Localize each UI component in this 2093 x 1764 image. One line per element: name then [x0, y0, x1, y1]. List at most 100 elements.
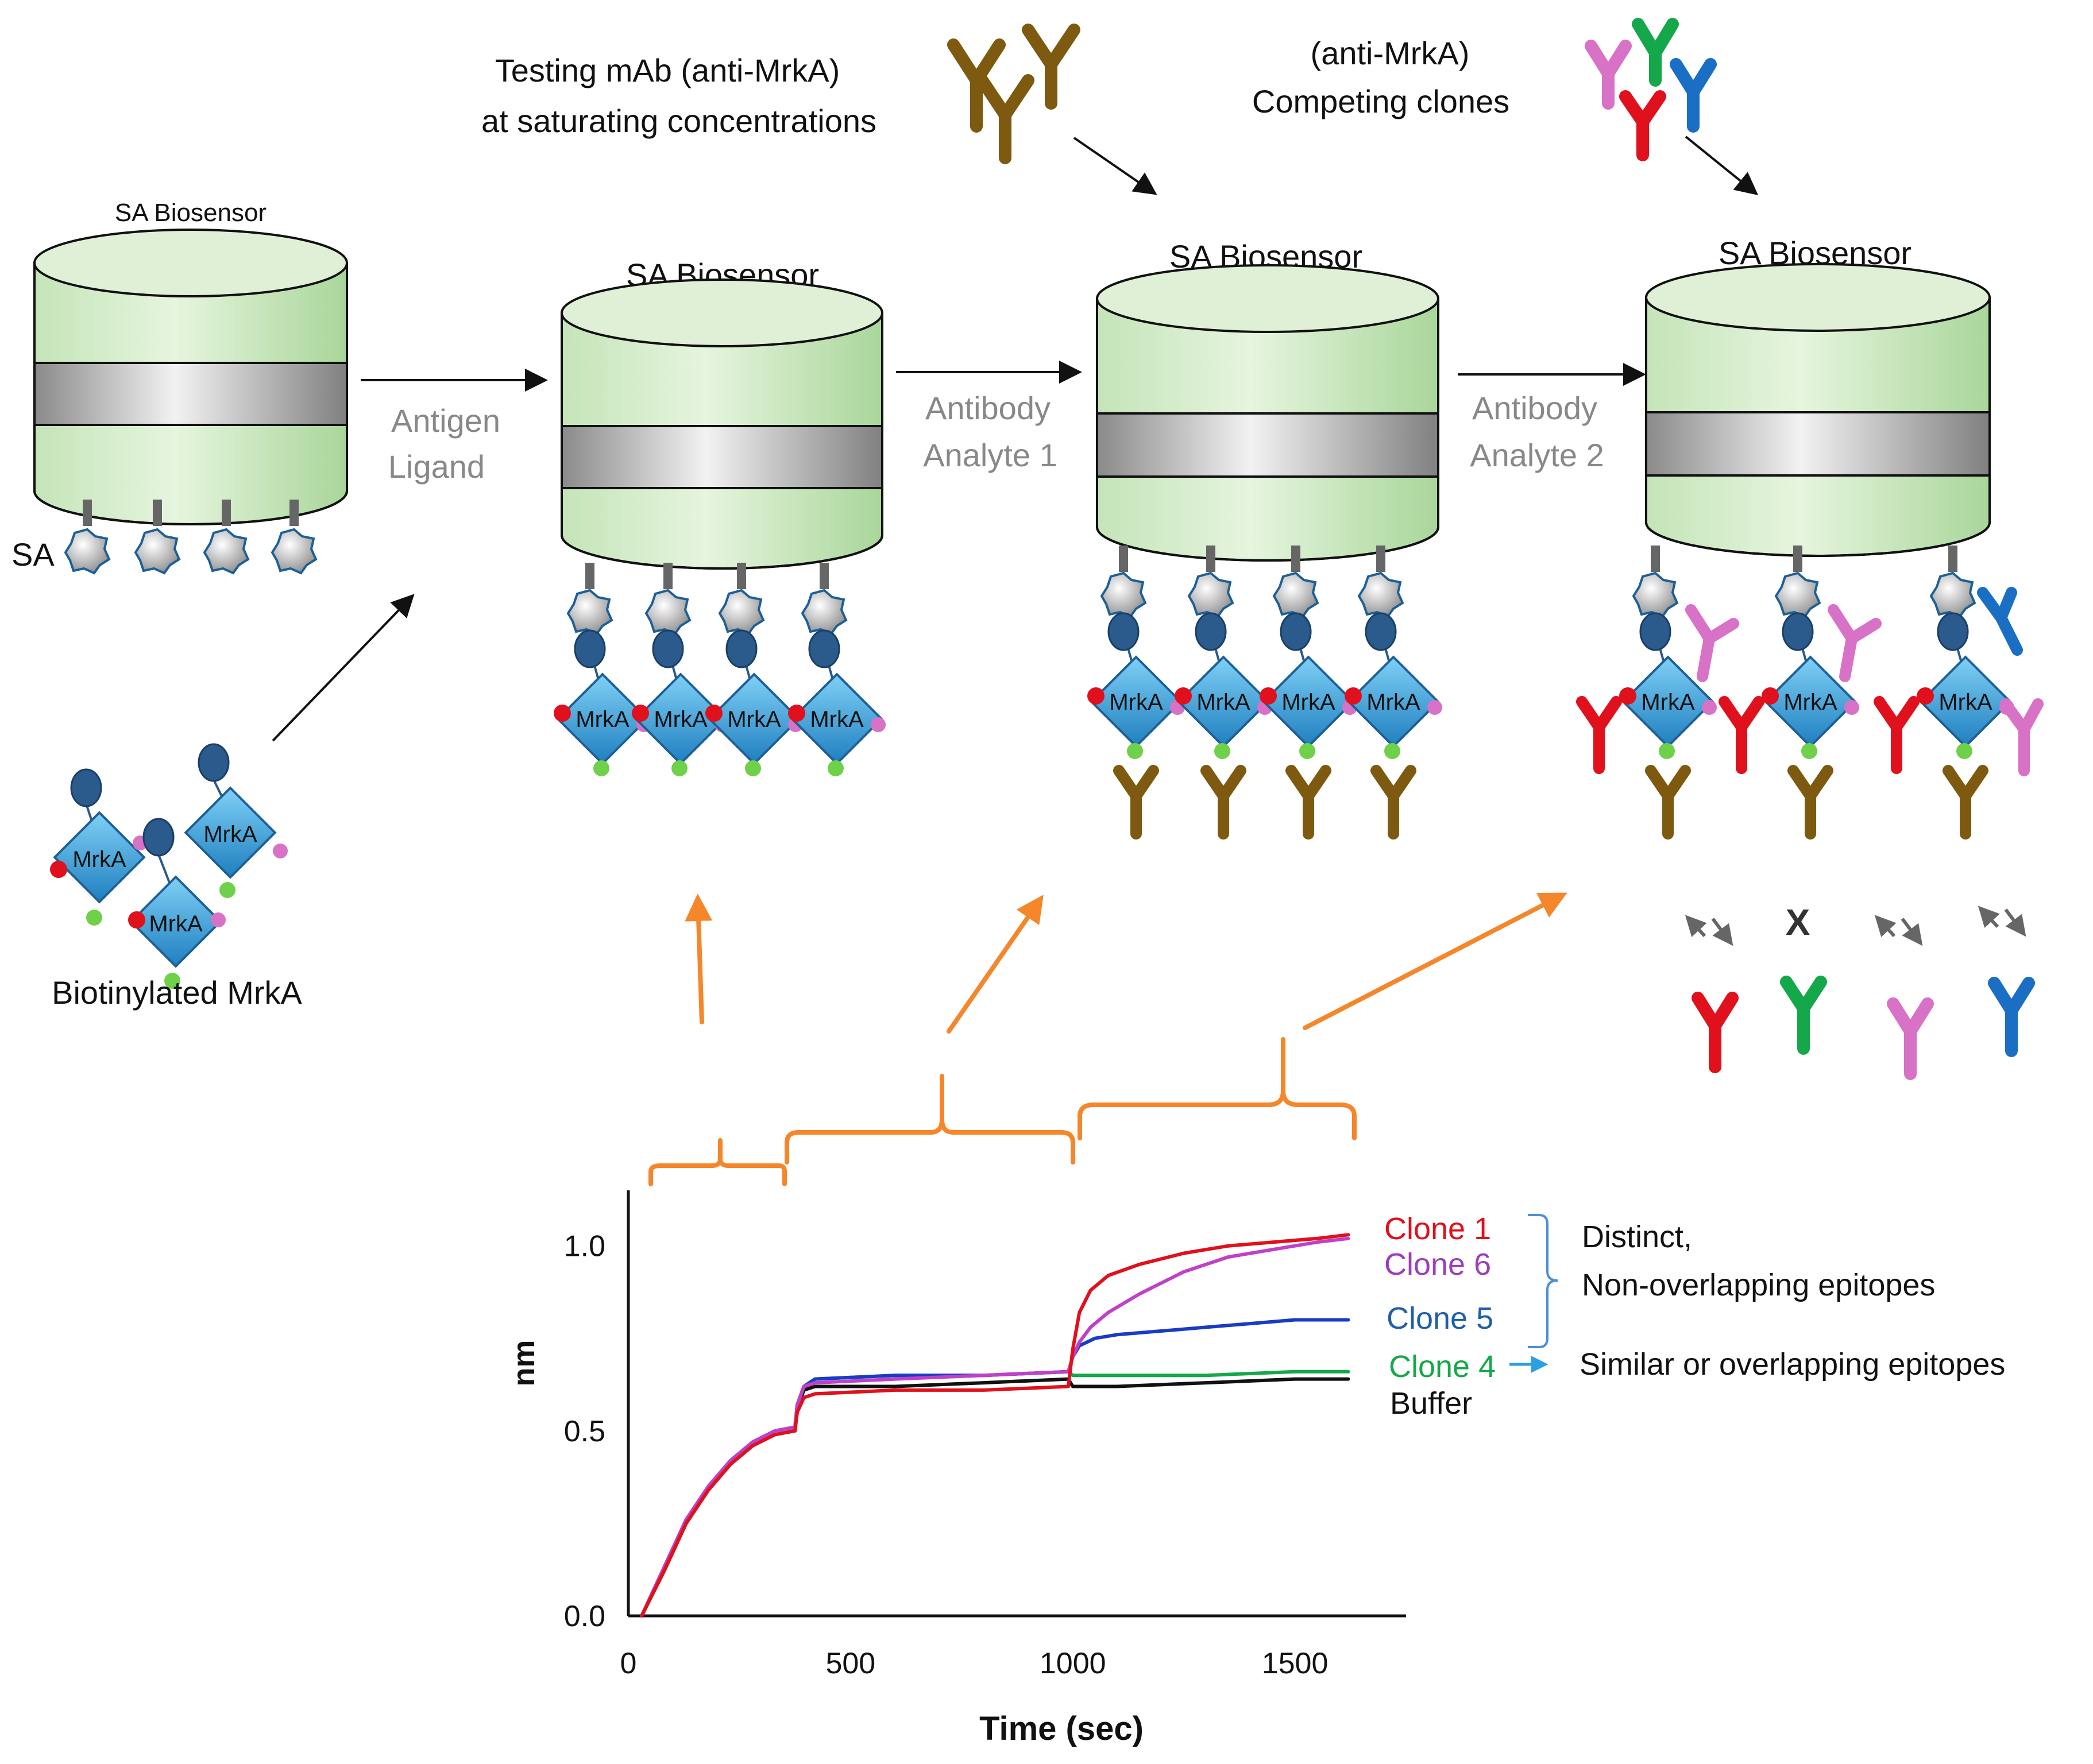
- series-line-clone-5: [640, 1318, 1350, 1618]
- sensor-1-label: SA Biosensor: [115, 199, 267, 227]
- biotin-icon: [1280, 612, 1312, 651]
- mrka-text: MrkA: [1783, 690, 1837, 715]
- mrka-antigen-icon: [1262, 655, 1355, 748]
- competing-clone-icons: [1585, 18, 1717, 161]
- biotin-icon: [574, 629, 606, 668]
- streptavidin-icon: [1188, 572, 1234, 618]
- mrka-text: MrkA: [72, 847, 126, 872]
- clone-pink-bound-icon: [1685, 604, 1739, 682]
- sa-row-sensor-1: [64, 500, 317, 574]
- competing-clones-label-line1: (anti-MrkA): [1311, 35, 1470, 71]
- biotin-icon: [1195, 612, 1227, 651]
- mrka-text: MrkA: [1366, 690, 1420, 715]
- clone-red-bound-icon: [1719, 696, 1764, 774]
- x-axis-label: Time (sec): [979, 1710, 1144, 1747]
- red-epitope: [705, 705, 723, 722]
- legend-clone-5: Clone 5: [1387, 1301, 1493, 1336]
- biotin-icon: [652, 629, 684, 668]
- green-epitope: [1214, 743, 1230, 759]
- series-line-buffer: [640, 1377, 1350, 1618]
- linker: [663, 563, 673, 589]
- phase-brackets: [648, 892, 1567, 1186]
- mrka-text: MrkA: [810, 707, 864, 732]
- sensor-1: SA Biosensor: [33, 199, 348, 525]
- mrka-antigen-icon: [1621, 655, 1714, 748]
- mrka-antigen-icon: [1090, 655, 1183, 748]
- linker: [1651, 546, 1660, 572]
- biotinylated-mrka-cluster: MrkA MrkA MrkA: [50, 743, 288, 989]
- green-epitope: [1956, 743, 1972, 759]
- distinct-label-line2: Non-overlapping epitopes: [1582, 1268, 1935, 1302]
- testing-mab-icon: [1645, 765, 1691, 840]
- biotin-icon: [1782, 612, 1814, 651]
- biotin-icon: [1639, 612, 1671, 651]
- testing-mab-icon: [1113, 765, 1159, 840]
- clone-pink-bound-icon: [2000, 698, 2044, 776]
- red-epitope: [1260, 687, 1277, 705]
- step-1-label-line2: Ligand: [388, 448, 485, 485]
- streptavidin-icon: [1775, 572, 1821, 618]
- y-tick-label: 1.0: [564, 1230, 605, 1263]
- streptavidin-icon: [1632, 572, 1678, 618]
- linker: [1206, 546, 1215, 572]
- red-epitope: [554, 705, 571, 722]
- x-tick-label: 0: [620, 1647, 637, 1680]
- streptavidin-icon: [801, 589, 847, 635]
- testing-mab-label-line2: at saturating concentrations: [481, 103, 876, 139]
- legend-buffer: Buffer: [1390, 1386, 1472, 1421]
- linker: [1291, 546, 1300, 572]
- mrka-antigen-icon: [1347, 655, 1440, 748]
- sa-label: SA: [11, 536, 55, 572]
- step-3-label-line1: Antibody: [1472, 390, 1597, 426]
- pink-epitope: [1427, 700, 1442, 715]
- mrka-antigen-icon: [1177, 655, 1270, 748]
- linker: [820, 563, 829, 589]
- green-epitope: [1659, 743, 1675, 759]
- testing-mab-icon: [1370, 765, 1416, 840]
- green-epitope: [671, 760, 688, 776]
- linker: [737, 563, 746, 589]
- red-epitope: [1619, 687, 1636, 705]
- red-epitope: [788, 705, 805, 722]
- step-3-label-line2: Analyte 2: [1470, 437, 1604, 473]
- red-epitope: [632, 705, 649, 722]
- x-tick-label: 500: [825, 1647, 875, 1680]
- x-tick-label: 1000: [1040, 1647, 1106, 1680]
- series-line-clone-4: [640, 1370, 1350, 1618]
- mrka-text: MrkA: [727, 707, 781, 732]
- clone-pink-bound-icon: [1828, 604, 1882, 682]
- mrka-text: MrkA: [149, 911, 203, 937]
- sensor-4: SA Biosensor: [1645, 235, 1991, 557]
- y-ticks: 0.00.51.0: [564, 1230, 605, 1633]
- step-2-label-line2: Analyte 1: [923, 437, 1057, 473]
- step-1-label-line1: Antigen: [391, 403, 500, 439]
- mrka-antigen-icon: [790, 672, 883, 765]
- y-tick-label: 0.5: [564, 1415, 605, 1448]
- mrka-antigen-icon: [1919, 655, 2012, 748]
- testing-mab-label-line1: Testing mAb (anti-MrkA): [495, 52, 840, 88]
- series-line-clone-1: [640, 1233, 1350, 1618]
- green-epitope: [1127, 743, 1143, 759]
- y-axis-label: nm: [507, 1340, 541, 1387]
- mrka-antigen-icon: [708, 672, 801, 765]
- distinct-label-line1: Distinct,: [1582, 1220, 1692, 1254]
- mrka-text: MrkA: [1196, 690, 1250, 715]
- step-2-label-line1: Antibody: [925, 390, 1051, 426]
- mrka-text: MrkA: [1109, 690, 1163, 715]
- red-epitope: [1087, 687, 1105, 705]
- testing-mab-icon: [1285, 765, 1331, 840]
- clone-red-bound-icon: [1874, 696, 1920, 774]
- competition-legend: X: [1685, 902, 2035, 1080]
- clone-red-bound-icon: [1576, 696, 1622, 774]
- mrka-antigen-icon: [1764, 655, 1857, 748]
- linker: [1376, 546, 1385, 572]
- green-epitope: [1384, 743, 1400, 759]
- testing-mab-icon: [1943, 765, 1988, 840]
- green-epitope: [593, 760, 609, 776]
- streptavidin-icon: [1930, 572, 1976, 618]
- mrka-antigen-icon: [556, 672, 649, 765]
